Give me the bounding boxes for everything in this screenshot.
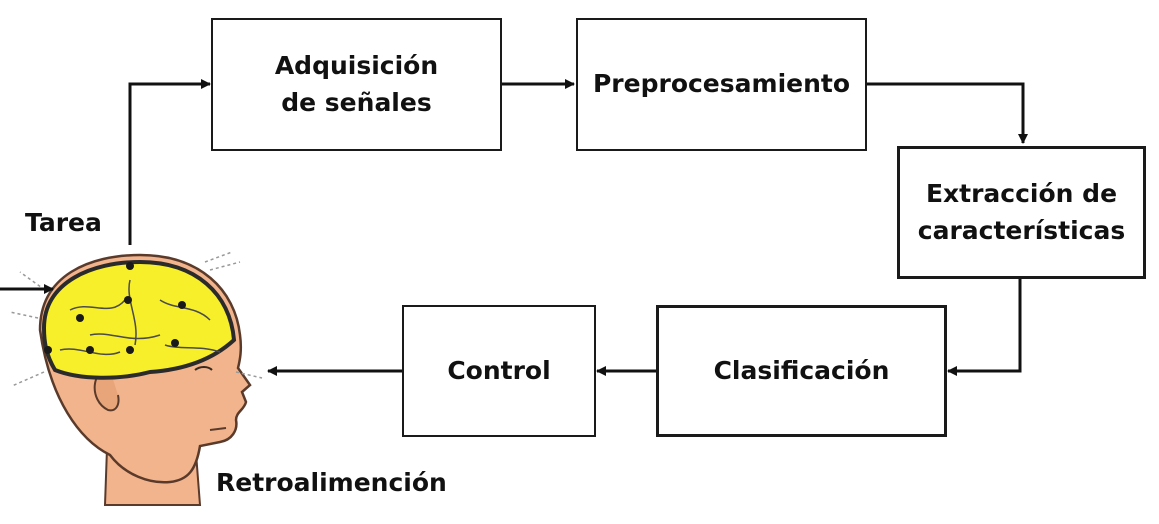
stage-control-box: Control (402, 305, 596, 437)
electrode (126, 346, 134, 354)
brain-folds (59, 279, 221, 356)
stage-acquisition-label: Adquisición de señales (274, 51, 439, 117)
electrodes (44, 262, 186, 354)
electrode (86, 346, 94, 354)
head-to-acquisition-arrow (128, 79, 211, 245)
electrode (126, 262, 134, 270)
eeg-head-illustration (9, 251, 263, 506)
extraction-to-classification-arrow (947, 278, 1022, 376)
stage-preprocessing-box: Preprocesamiento (576, 18, 867, 151)
stage-preprocessing-label: Preprocesamiento (592, 69, 851, 99)
stage-classification-box: Clasificación (656, 305, 947, 437)
electrode (124, 296, 132, 304)
feedback-label: Retroalimención (216, 468, 447, 497)
electrode (171, 339, 179, 347)
electrode (178, 301, 186, 309)
electrode (44, 346, 52, 354)
connectors (0, 79, 1028, 376)
electrode (76, 314, 84, 322)
stage-extraction-box: Extracción de características (897, 146, 1146, 279)
stage-control-label: Control (447, 355, 551, 385)
preprocessing-to-extraction-arrow (866, 82, 1028, 144)
task-label: Tarea (25, 208, 102, 237)
stage-acquisition-box: Adquisición de señales (211, 18, 502, 151)
stage-extraction-label: Extracción de características (917, 179, 1126, 245)
electrode-leads (9, 251, 263, 387)
head-eye (194, 366, 213, 371)
head-mouth (209, 427, 227, 431)
stage-classification-label: Clasificación (713, 355, 890, 385)
